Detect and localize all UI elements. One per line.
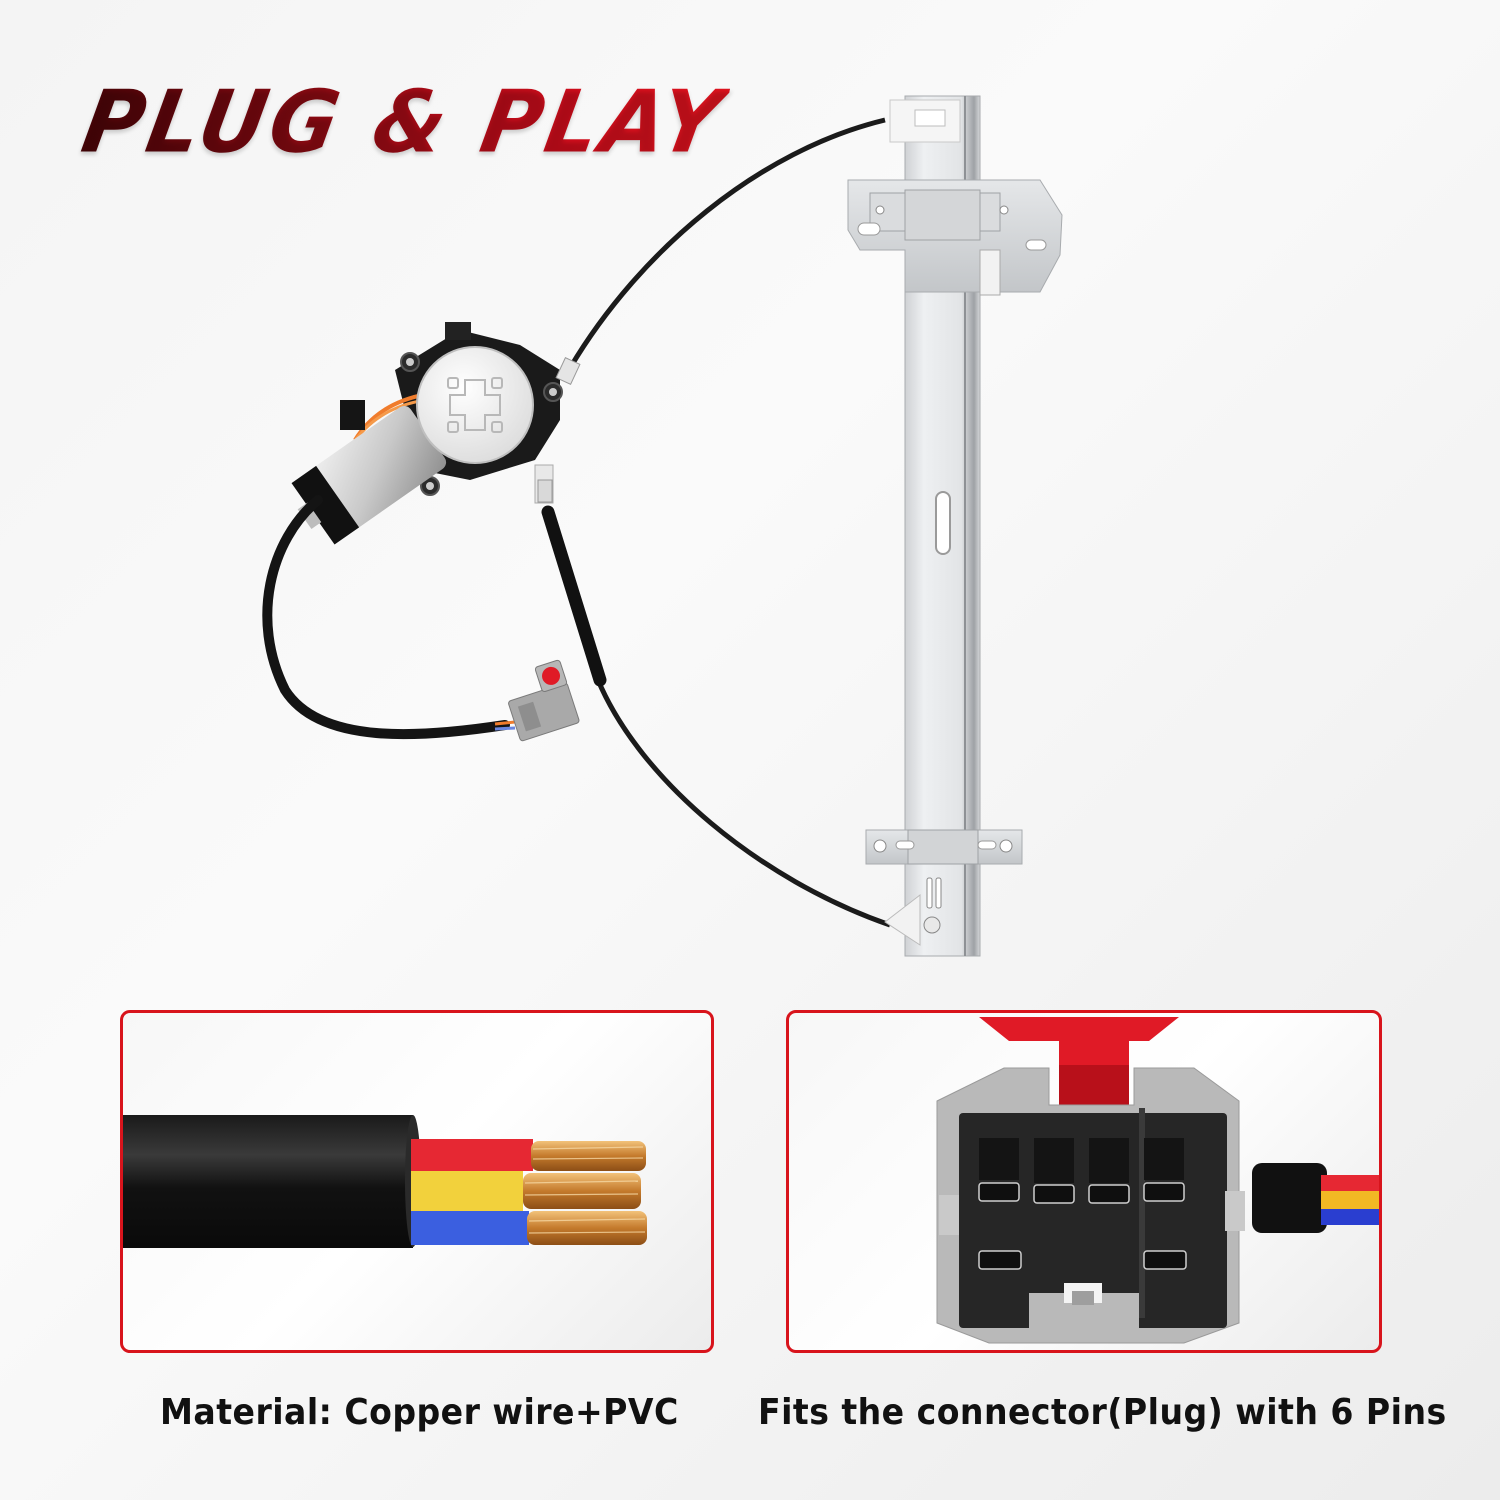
material-panel [120, 1010, 714, 1353]
motor-assembly [291, 322, 581, 545]
connector-panel [786, 1010, 1382, 1353]
wire-harness [262, 495, 510, 740]
rail [847, 95, 1063, 957]
drive-cable-lower [545, 519, 891, 928]
connector-caption: Fits the connector(Plug) with 6 Pins [758, 1392, 1447, 1433]
cable-cross-section-icon [123, 1115, 647, 1248]
drive-cable-upper [567, 117, 886, 370]
window-regulator-image [262, 95, 1063, 957]
connector-plug-icon [936, 1017, 1379, 1344]
plug-connector [508, 659, 580, 742]
material-caption: Material: Copper wire+PVC [160, 1392, 679, 1433]
